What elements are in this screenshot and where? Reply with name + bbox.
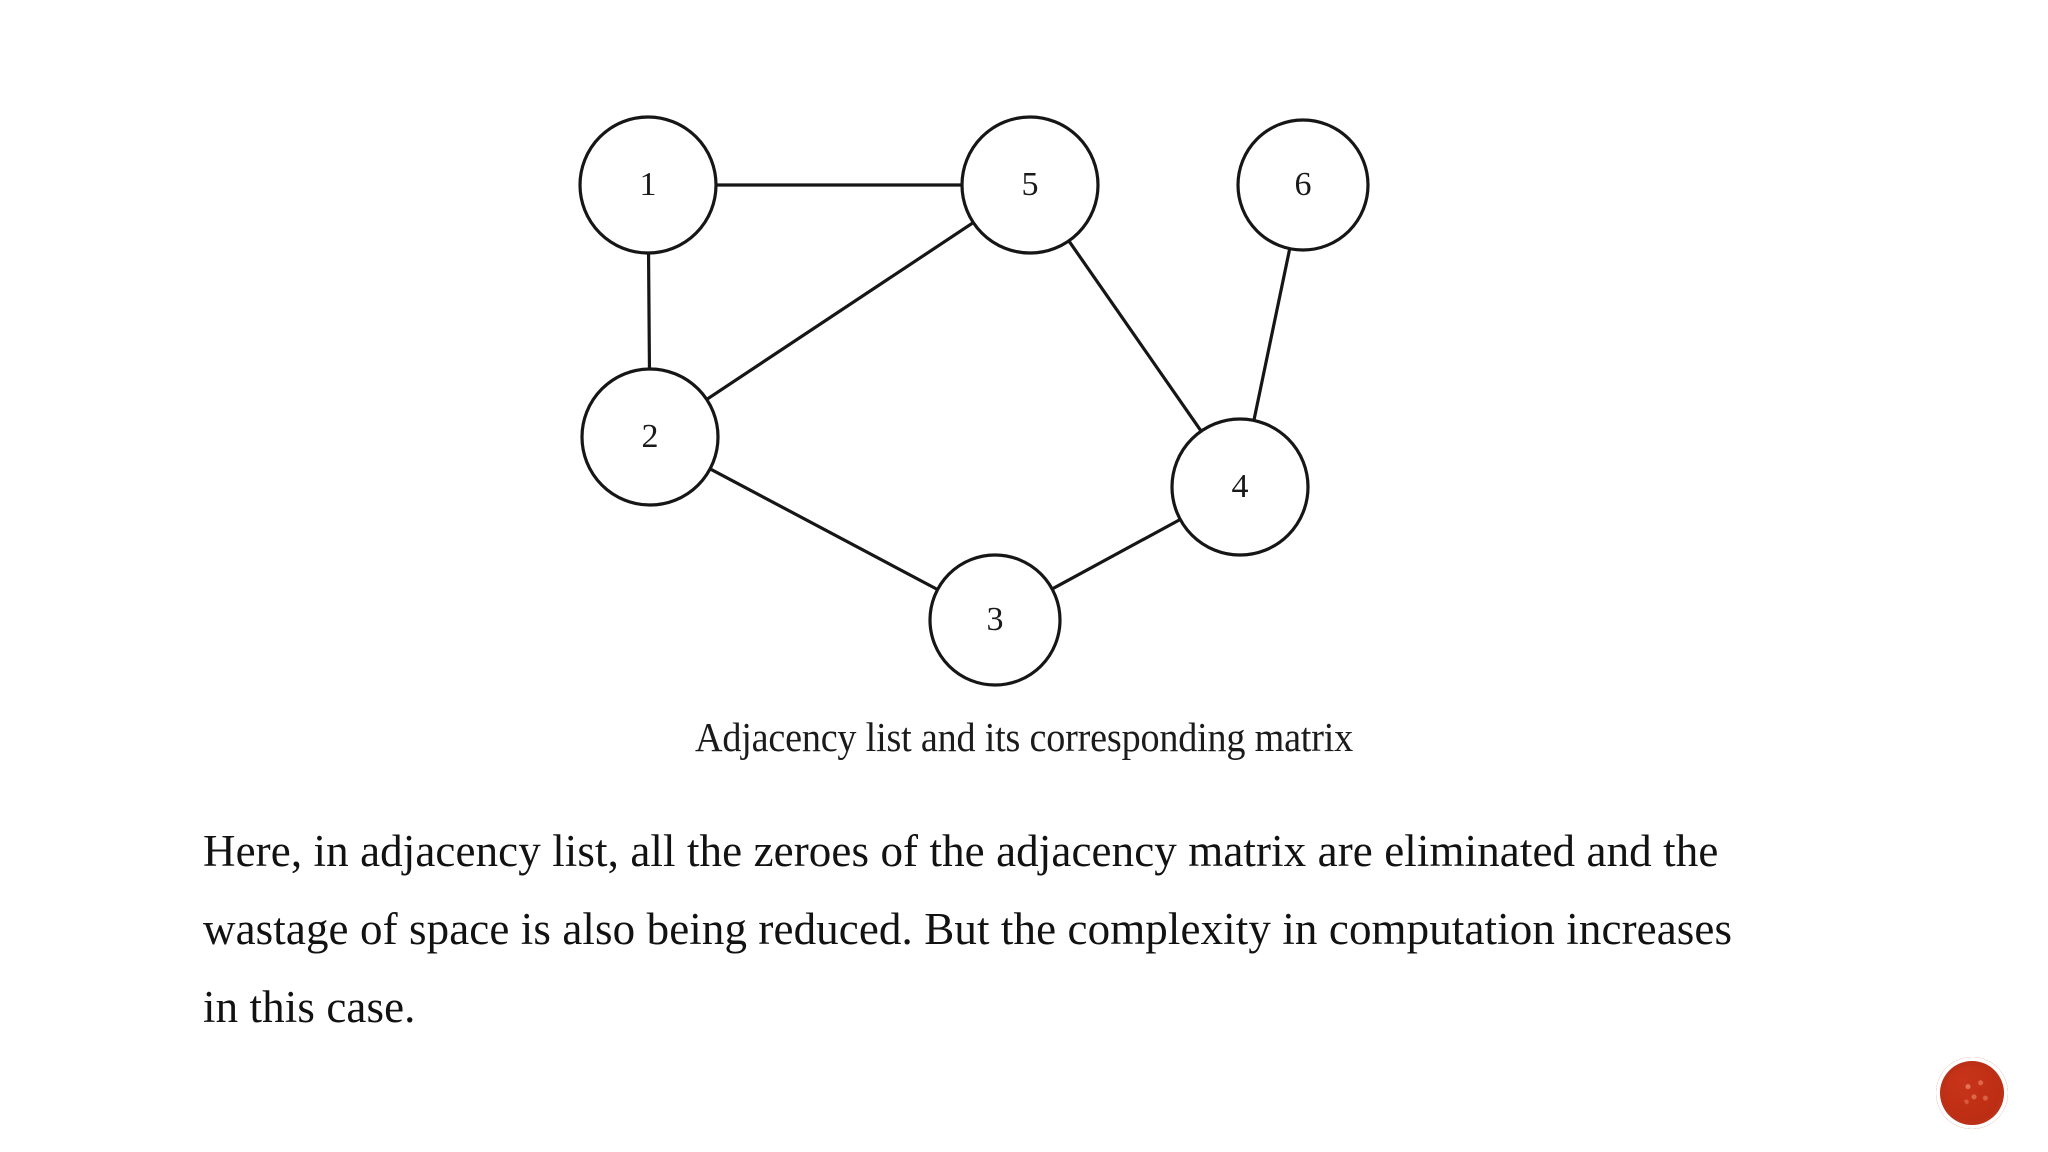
graph-node-circle-6 [1236, 118, 1370, 252]
graph-edge-3-4 [1048, 516, 1184, 592]
graph-node-label-5: 5 [1022, 166, 1039, 203]
red-seal-logo-icon[interactable] [1936, 1057, 2008, 1129]
graph-edge-5-4 [1066, 237, 1204, 435]
graph-node-label-2: 2 [642, 418, 659, 455]
graph-node-circle-2 [580, 367, 720, 507]
graph-figure: 1 5 6 2 4 3 [540, 60, 1440, 700]
graph-node-circle-5 [960, 115, 1100, 255]
body-line-3: in this case. [203, 982, 416, 1032]
node-layer: 1 5 6 2 4 3 [578, 115, 1370, 687]
graph-node-label-6: 6 [1295, 166, 1312, 203]
graph-node-circle-1 [578, 115, 718, 255]
graph-node-circle-3 [928, 553, 1062, 687]
graph-svg: 1 5 6 2 4 3 [578, 115, 1370, 687]
graph-node-1[interactable]: 1 [578, 115, 718, 255]
graph-node-6[interactable]: 6 [1236, 118, 1370, 252]
badge-texture [1962, 1077, 1992, 1109]
graph-node-circle-4 [1170, 417, 1310, 557]
graph-node-label-1: 1 [640, 166, 657, 203]
graph-node-3[interactable]: 3 [928, 553, 1062, 687]
graph-edge-2-3 [706, 466, 941, 593]
graph-node-4[interactable]: 4 [1170, 417, 1310, 557]
edge-layer [646, 183, 1292, 593]
graph-edge-2-5 [703, 219, 977, 403]
graph-node-label-3: 3 [987, 601, 1004, 638]
graph-node-5[interactable]: 5 [960, 115, 1100, 255]
graph-edge-6-4 [1251, 245, 1292, 424]
graph-node-2[interactable]: 2 [580, 367, 720, 507]
figure-caption: Adjacency list and its corresponding mat… [694, 714, 1354, 760]
body-line-2: wastage of space is also being reduced. … [203, 904, 1733, 954]
graph-node-label-4: 4 [1232, 468, 1249, 505]
graph-edge-1-2 [646, 249, 652, 373]
body-paragraph: Here, in adjacency list, all the zeroes … [203, 812, 1903, 1046]
body-line-1: Here, in adjacency list, all the zeroes … [203, 826, 1719, 876]
